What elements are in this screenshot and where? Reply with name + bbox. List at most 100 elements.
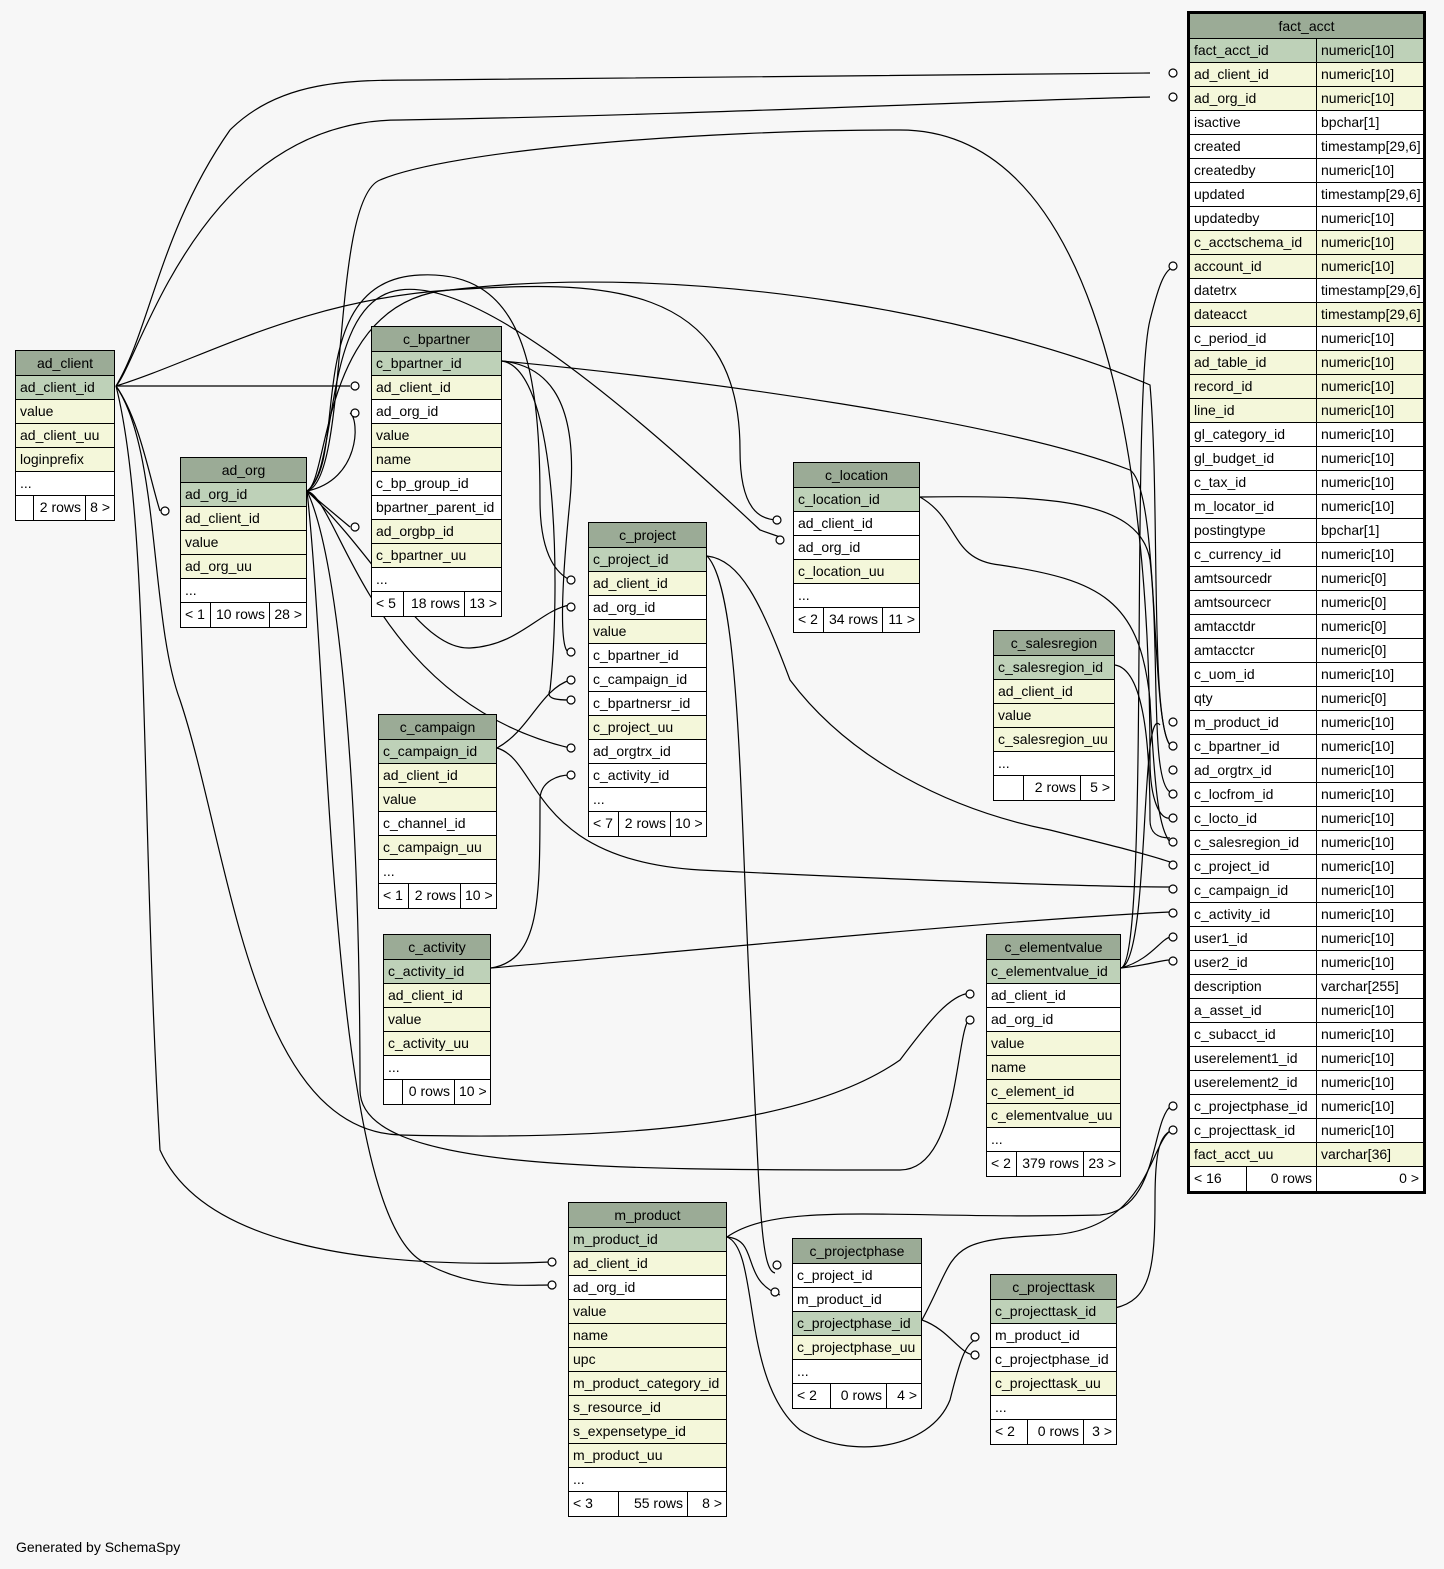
column-row[interactable]: c_elementvalue_uu: [987, 1104, 1120, 1128]
column-row[interactable]: loginprefix: [16, 448, 114, 472]
column-row[interactable]: ad_org_id: [794, 536, 919, 560]
table-header[interactable]: c_bpartner: [372, 327, 501, 352]
column-row[interactable]: c_activity_id: [589, 764, 706, 788]
column-row[interactable]: upc: [569, 1348, 726, 1372]
column-row[interactable]: value: [987, 1032, 1120, 1056]
column-row[interactable]: ...: [794, 584, 919, 608]
table-header[interactable]: fact_acct: [1190, 14, 1423, 39]
column-row[interactable]: c_projecttask_id: [991, 1300, 1116, 1324]
column-row[interactable]: value: [16, 400, 114, 424]
column-row[interactable]: ad_client_uu: [16, 424, 114, 448]
column-row[interactable]: ...: [569, 1468, 726, 1492]
table-header[interactable]: c_projecttask: [991, 1275, 1116, 1300]
column-row[interactable]: ...: [991, 1396, 1116, 1420]
column-row[interactable]: ad_org_id: [569, 1276, 726, 1300]
column-row[interactable]: c_salesregion_uu: [994, 728, 1114, 752]
column-row[interactable]: c_location_id: [794, 488, 919, 512]
column-row[interactable]: value: [379, 788, 496, 812]
column-row[interactable]: c_campaign_uu: [379, 836, 496, 860]
table-header[interactable]: c_projectphase: [793, 1239, 921, 1264]
column-row[interactable]: c_campaign_id: [589, 668, 706, 692]
column-row[interactable]: ad_org_id: [372, 400, 501, 424]
table-header[interactable]: ad_org: [181, 458, 306, 483]
column-row[interactable]: c_bpartner_id: [372, 352, 501, 376]
column-row[interactable]: c_element_id: [987, 1080, 1120, 1104]
column-row[interactable]: bpartner_parent_id: [372, 496, 501, 520]
column-row[interactable]: ad_org_id: [987, 1008, 1120, 1032]
column-row[interactable]: c_activity_uu: [384, 1032, 490, 1056]
column-row[interactable]: c_location_uu: [794, 560, 919, 584]
column-row[interactable]: value: [994, 704, 1114, 728]
table-header[interactable]: ad_client: [16, 351, 114, 376]
column-row[interactable]: c_project_id: [589, 548, 706, 572]
table-header[interactable]: c_elementvalue: [987, 935, 1120, 960]
column-row[interactable]: c_projecttask_uu: [991, 1372, 1116, 1396]
column-row[interactable]: name: [987, 1056, 1120, 1080]
column-row[interactable]: c_project_id: [793, 1264, 921, 1288]
column-row[interactable]: c_bpartner_uu: [372, 544, 501, 568]
column-row[interactable]: s_resource_id: [569, 1396, 726, 1420]
column-row[interactable]: ad_client_id: [379, 764, 496, 788]
table-header[interactable]: c_salesregion: [994, 631, 1114, 656]
column-row[interactable]: name: [569, 1324, 726, 1348]
column-row[interactable]: ...: [372, 568, 501, 592]
column-row[interactable]: ad_client_id: [569, 1252, 726, 1276]
column-row[interactable]: c_elementvalue_id: [987, 960, 1120, 984]
column-row[interactable]: c_channel_id: [379, 812, 496, 836]
column-row[interactable]: c_projectphase_id: [991, 1348, 1116, 1372]
column-row[interactable]: ad_client_id: [794, 512, 919, 536]
table-header[interactable]: c_activity: [384, 935, 490, 960]
column-row[interactable]: ...: [793, 1360, 921, 1384]
column-row[interactable]: ...: [994, 752, 1114, 776]
column-row[interactable]: m_product_category_id: [569, 1372, 726, 1396]
column-row[interactable]: m_product_uu: [569, 1444, 726, 1468]
table-header[interactable]: m_product: [569, 1203, 726, 1228]
column-row[interactable]: ad_client_id: [372, 376, 501, 400]
column-row[interactable]: c_projectphase_id: [793, 1312, 921, 1336]
column-row[interactable]: m_product_id: [569, 1228, 726, 1252]
column-row[interactable]: ad_orgtrx_id: [589, 740, 706, 764]
column-row[interactable]: ad_org_id: [181, 483, 306, 507]
column-row[interactable]: m_product_id: [793, 1288, 921, 1312]
column-row[interactable]: ad_client_id: [16, 376, 114, 400]
column-row[interactable]: c_bp_group_id: [372, 472, 501, 496]
column-row[interactable]: c_project_uu: [589, 716, 706, 740]
table-header[interactable]: c_campaign: [379, 715, 496, 740]
column-row[interactable]: ...: [181, 579, 306, 603]
